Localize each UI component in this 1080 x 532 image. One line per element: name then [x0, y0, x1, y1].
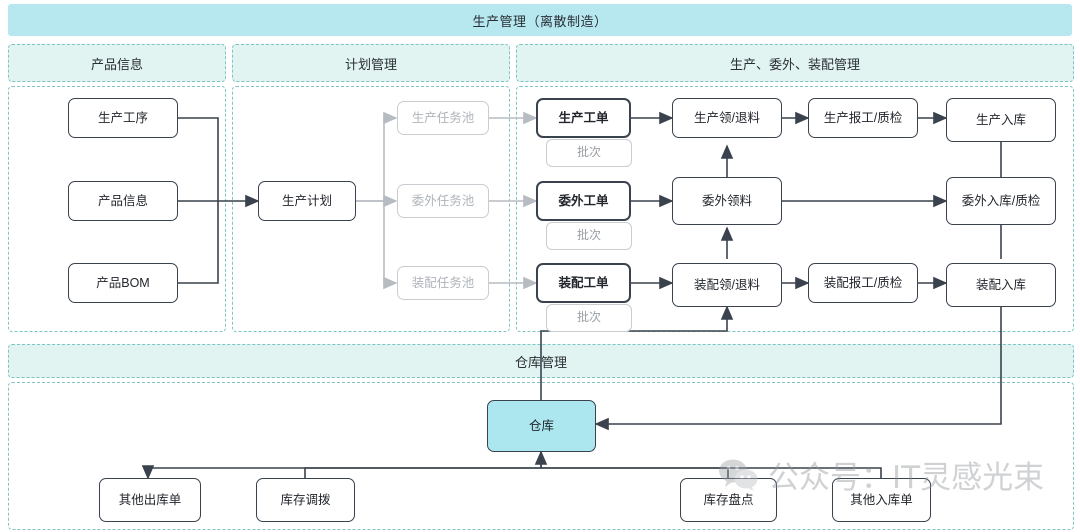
section-header-product-info: 产品信息	[8, 44, 226, 82]
node-report-assembly[interactable]: 装配报工/质检	[808, 263, 918, 303]
node-other-inbound[interactable]: 其他入库单	[832, 478, 931, 522]
node-production-plan[interactable]: 生产计划	[258, 181, 356, 221]
node-warehouse[interactable]: 仓库	[487, 400, 596, 452]
page-title: 生产管理（离散制造）	[8, 4, 1072, 36]
section-header-plan-mgmt: 计划管理	[232, 44, 510, 82]
node-batch-outsource[interactable]: 批次	[546, 222, 632, 250]
node-batch-assembly[interactable]: 批次	[546, 304, 632, 332]
node-stock-count[interactable]: 库存盘点	[680, 478, 777, 522]
swimlane-product-info	[8, 86, 226, 332]
node-inbound-assembly[interactable]: 装配入库	[946, 263, 1056, 307]
node-inbound-production[interactable]: 生产入库	[946, 98, 1056, 142]
node-batch-production[interactable]: 批次	[546, 139, 632, 167]
node-issue-assembly[interactable]: 装配领/退料	[672, 263, 782, 307]
node-other-outbound[interactable]: 其他出库单	[99, 478, 201, 522]
node-product-bom[interactable]: 产品BOM	[68, 263, 178, 303]
swimlane-plan-mgmt	[232, 86, 510, 332]
node-work-order-assembly[interactable]: 装配工单	[536, 263, 631, 303]
section-header-production-mgmt: 生产、委外、装配管理	[516, 44, 1074, 82]
node-report-production[interactable]: 生产报工/质检	[808, 98, 918, 138]
node-pool-outsource[interactable]: 委外任务池	[397, 184, 489, 218]
node-stock-transfer[interactable]: 库存调拨	[256, 478, 355, 522]
node-work-order-outsource[interactable]: 委外工单	[536, 181, 631, 221]
node-issue-production[interactable]: 生产领/退料	[672, 98, 782, 138]
node-pool-assembly[interactable]: 装配任务池	[397, 266, 489, 300]
node-work-order-production[interactable]: 生产工单	[536, 98, 631, 138]
node-inbound-outsource[interactable]: 委外入库/质检	[946, 177, 1056, 225]
node-product-info[interactable]: 产品信息	[68, 181, 178, 221]
node-issue-outsource[interactable]: 委外领料	[672, 177, 782, 225]
node-pool-production[interactable]: 生产任务池	[397, 101, 489, 135]
node-production-process[interactable]: 生产工序	[68, 98, 178, 138]
swimlane-production-mgmt	[516, 86, 1074, 332]
